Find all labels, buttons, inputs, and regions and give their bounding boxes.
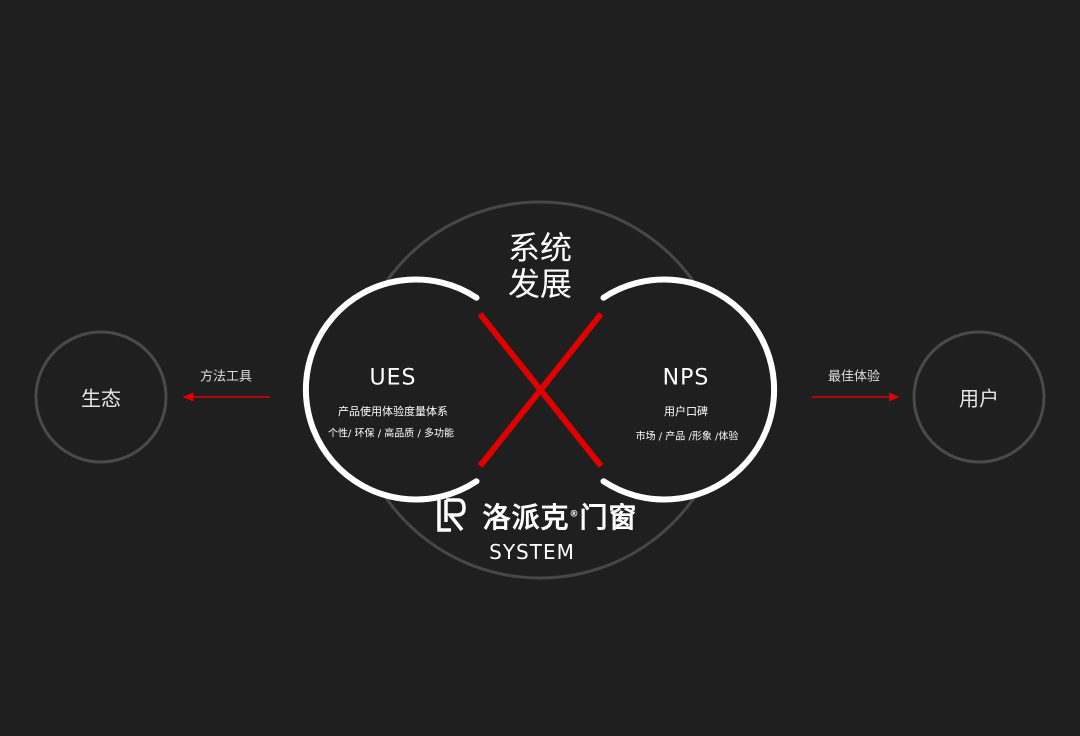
title-line-2: 发展 [507, 265, 573, 303]
left-arrow-label: 方法工具 [199, 369, 253, 385]
ues-details: 个性/ 环保 / 高品质 / 多功能 [327, 428, 455, 440]
title-line-1: 系统 [507, 229, 573, 267]
ecology-node-ring [34, 330, 168, 464]
right-arrow-label: 最佳体验 [827, 369, 881, 385]
ues-title: UES [369, 365, 417, 391]
brand-name: 洛派克®门窗 [482, 496, 637, 536]
ues-subtitle: 产品使用体验度量体系 [338, 405, 448, 418]
nps-title: NPS [662, 365, 710, 391]
ues-ring [302, 276, 480, 503]
cross-line-up [477, 312, 604, 468]
brand-system-label: SYSTEM [489, 540, 575, 564]
brand-name-suffix: 门窗 [579, 501, 638, 534]
ecology-label: 生态 [81, 386, 121, 411]
nps-subtitle: 用户口碑 [664, 405, 708, 418]
nps-details: 市场 / 产品 /形象 /体验 [635, 431, 739, 443]
user-label: 用户 [959, 386, 999, 411]
user-node-ring [912, 330, 1046, 464]
registered-mark: ® [569, 509, 580, 520]
brand-name-main: 洛派克 [482, 501, 570, 534]
system-development-title: 系统 发展 [508, 230, 572, 302]
nps-ring [600, 276, 778, 503]
lpk-logo-icon [437, 498, 466, 532]
